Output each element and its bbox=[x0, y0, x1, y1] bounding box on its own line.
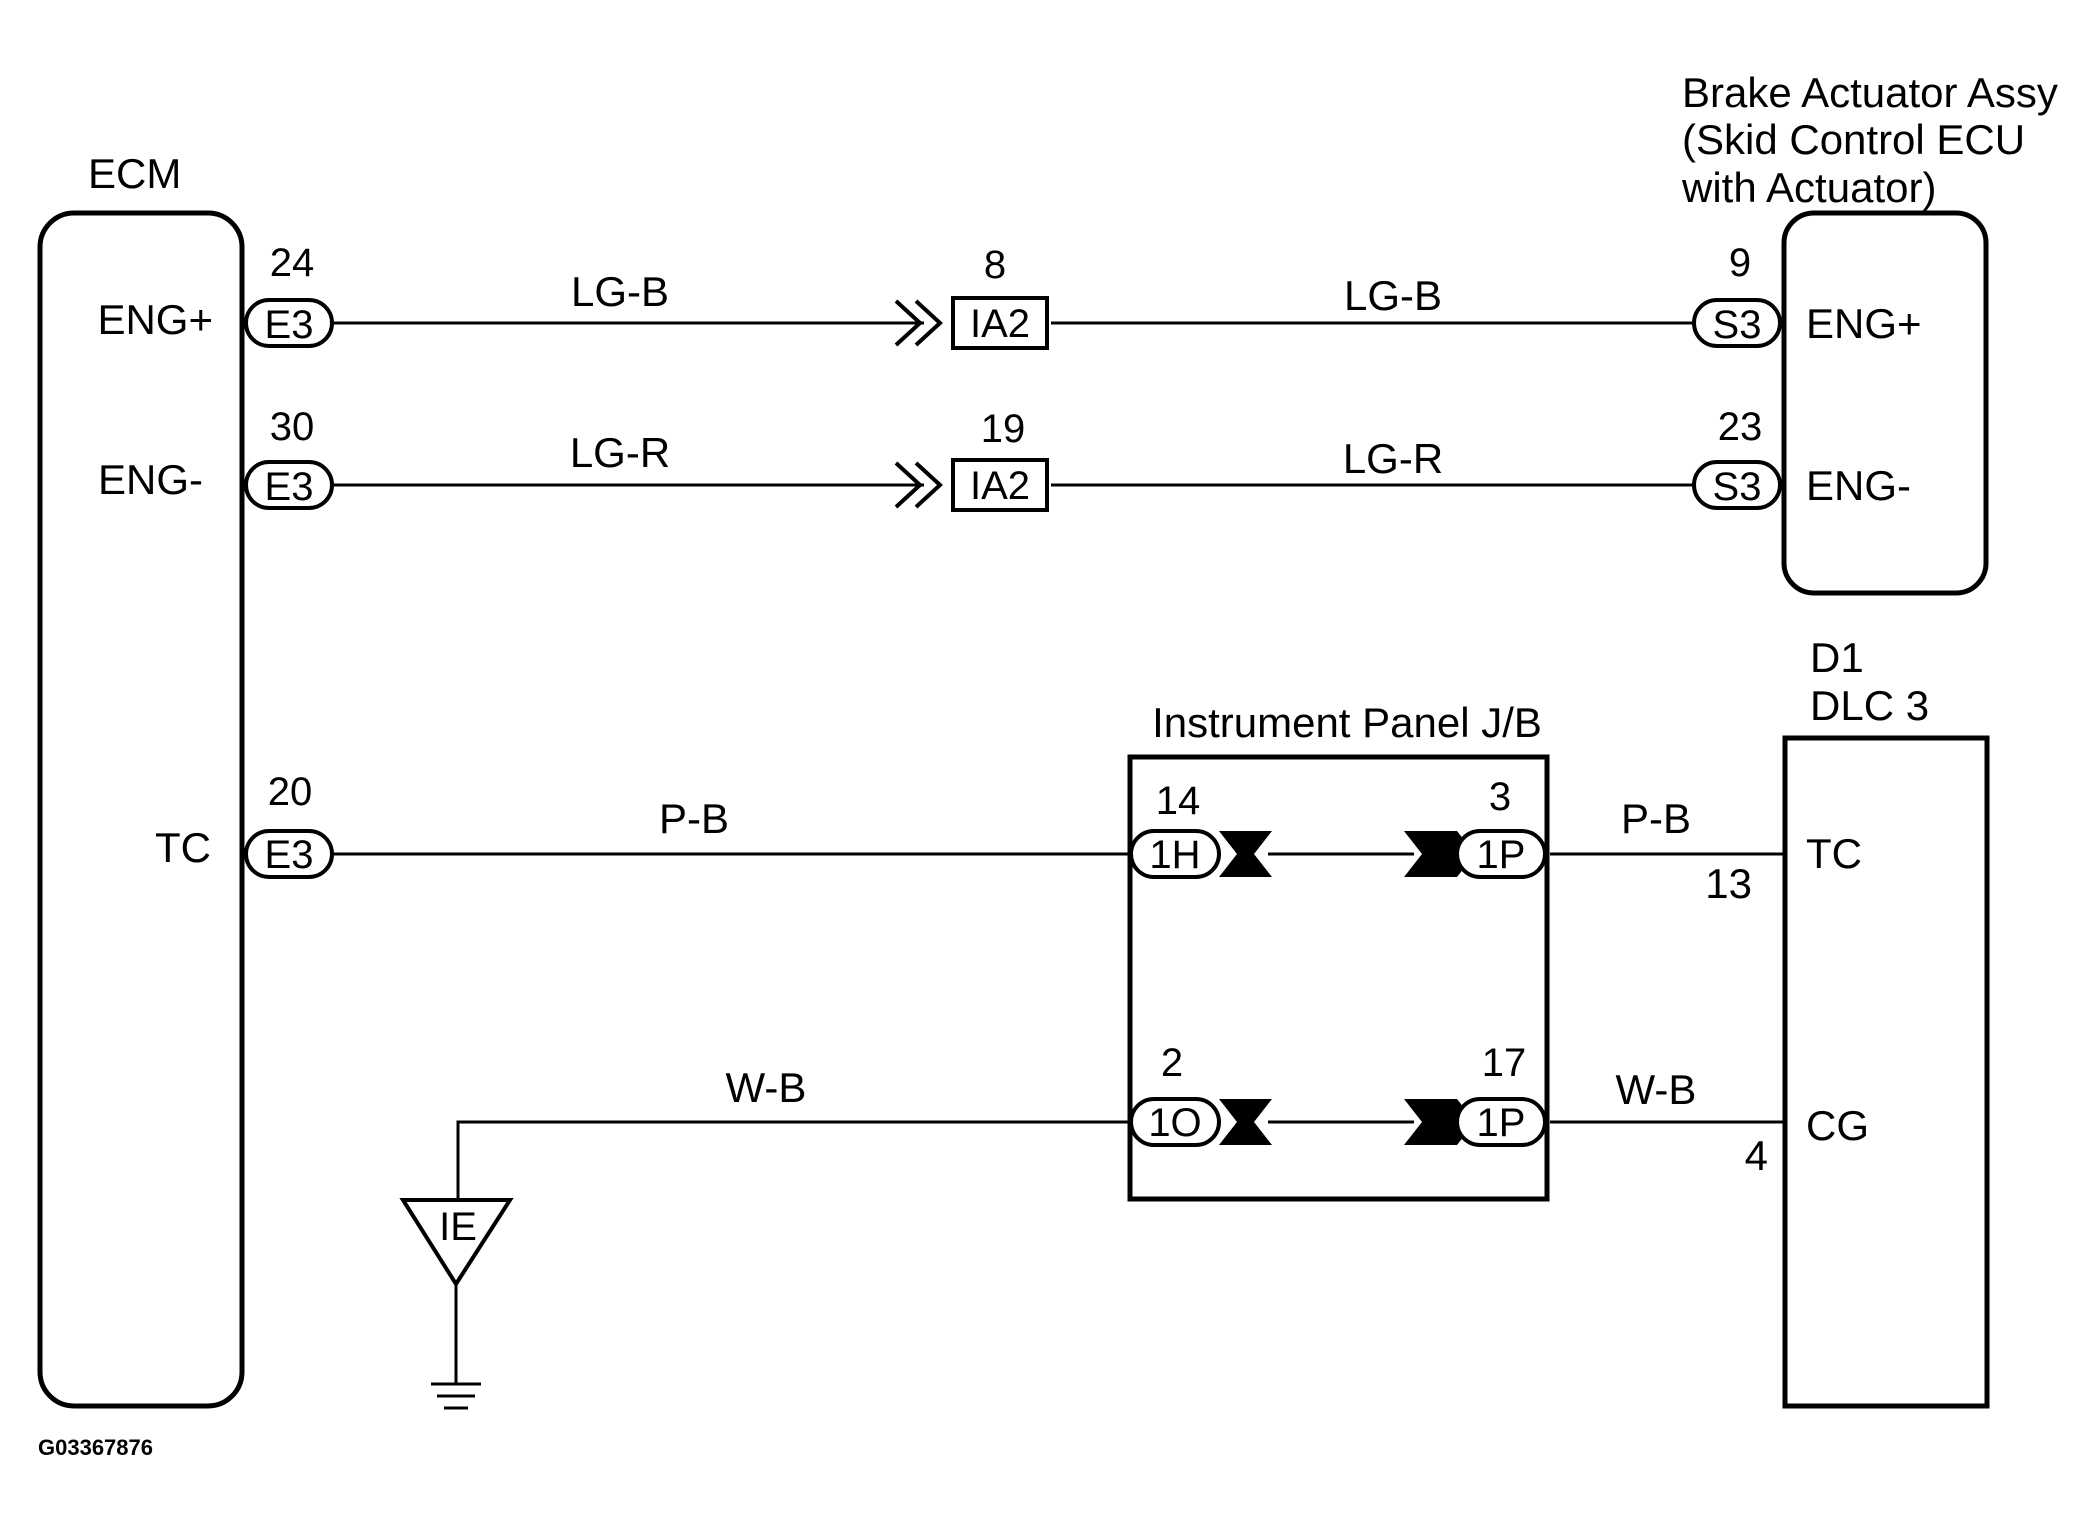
connector-ia2-bottom-code: IA2 bbox=[970, 464, 1030, 508]
connector-jb-1p-top-code: 1P bbox=[1477, 833, 1526, 877]
connector-ia2-top-pin: 8 bbox=[984, 243, 1006, 287]
dlc3-title-line-1: D1 bbox=[1810, 634, 1864, 681]
dlc3-pin-cg: CG bbox=[1806, 1102, 1869, 1149]
jb-1p-bottom-terminal-icon bbox=[1404, 1099, 1475, 1145]
connector-s3-top-pin: 9 bbox=[1729, 241, 1751, 285]
wire-color-eng-minus-left: LG-R bbox=[570, 429, 670, 476]
connector-ecm-tc-code: E3 bbox=[265, 833, 314, 877]
connector-jb-1h: 1H bbox=[1129, 829, 1272, 879]
wire-color-eng-plus-right: LG-B bbox=[1344, 272, 1442, 319]
connector-ecm-tc-pin: 20 bbox=[268, 770, 313, 814]
wire-color-cg-right: W-B bbox=[1616, 1066, 1697, 1113]
connector-jb-1h-code: 1H bbox=[1149, 833, 1200, 877]
ecm-pin-eng-plus: ENG+ bbox=[97, 296, 213, 343]
jb-1p-top-terminal-icon bbox=[1404, 831, 1475, 877]
connector-s3-bottom: S3 bbox=[1692, 460, 1782, 510]
connector-ia2-top: IA2 bbox=[894, 296, 1049, 350]
connector-ecm-eng-plus: E3 bbox=[244, 298, 334, 348]
brake-actuator-title-line-2: (Skid Control ECU bbox=[1682, 116, 2025, 163]
jb-1o-terminal-icon bbox=[1219, 1099, 1272, 1145]
connector-jb-1o-pin: 2 bbox=[1161, 1041, 1183, 1085]
wire-color-ground-left: W-B bbox=[726, 1064, 807, 1111]
wire-ground-left bbox=[456, 1120, 1138, 1207]
brake-actuator-pin-eng-plus: ENG+ bbox=[1806, 300, 1922, 347]
ecm-pin-tc: TC bbox=[155, 824, 211, 871]
connector-ecm-eng-minus-pin: 30 bbox=[270, 405, 315, 449]
connector-jb-1p-top-pin: 3 bbox=[1489, 775, 1511, 819]
figure-code: G03367876 bbox=[38, 1435, 153, 1460]
connector-jb-1p-bottom: 1P bbox=[1404, 1097, 1547, 1147]
connector-ia2-top-code: IA2 bbox=[970, 302, 1030, 346]
connector-jb-1p-bottom-code: 1P bbox=[1477, 1101, 1526, 1145]
connector-s3-bottom-pin: 23 bbox=[1718, 405, 1763, 449]
dlc3-pin-tc: TC bbox=[1806, 830, 1862, 877]
wire-color-tc-left: P-B bbox=[659, 795, 729, 842]
wire-color-eng-plus-left: LG-B bbox=[571, 268, 669, 315]
brake-actuator-title-line-1: Brake Actuator Assy bbox=[1682, 69, 2058, 116]
ecm-box bbox=[37, 210, 245, 1409]
connector-jb-1o-code: 1O bbox=[1148, 1101, 1201, 1145]
connector-s3-bottom-code: S3 bbox=[1713, 465, 1762, 509]
dlc3-tc-pin-number: 13 bbox=[1705, 860, 1752, 907]
connector-jb-1p-top: 1P bbox=[1404, 829, 1547, 879]
ecm-pin-eng-minus: ENG- bbox=[98, 456, 203, 503]
connector-ia2-bottom-pin: 19 bbox=[981, 407, 1026, 451]
connector-ecm-eng-minus: E3 bbox=[244, 460, 334, 510]
connector-s3-top-code: S3 bbox=[1713, 303, 1762, 347]
dlc3-title-line-2: DLC 3 bbox=[1810, 682, 1929, 729]
dlc3-box bbox=[1782, 735, 1990, 1409]
wire-color-tc-right: P-B bbox=[1621, 795, 1691, 842]
connector-ia2-bottom: IA2 bbox=[894, 458, 1049, 512]
connector-jb-1o: 1O bbox=[1129, 1097, 1272, 1147]
connector-jb-1p-bottom-pin: 17 bbox=[1482, 1041, 1527, 1085]
dlc3-cg-pin-number: 4 bbox=[1745, 1132, 1768, 1179]
connector-jb-1h-pin: 14 bbox=[1156, 779, 1201, 823]
connector-ecm-eng-plus-code: E3 bbox=[265, 303, 314, 347]
wire-color-eng-minus-right: LG-R bbox=[1343, 435, 1443, 482]
brake-actuator-title-line-3: with Actuator) bbox=[1681, 164, 1936, 211]
jb-1h-terminal-icon bbox=[1219, 831, 1272, 877]
ecm-title: ECM bbox=[88, 150, 181, 197]
brake-actuator-pin-eng-minus: ENG- bbox=[1806, 462, 1911, 509]
ground-point-ie: IE bbox=[399, 1198, 514, 1410]
junction-block-title: Instrument Panel J/B bbox=[1152, 699, 1542, 746]
connector-ecm-tc: E3 bbox=[244, 829, 334, 879]
connector-ecm-eng-minus-code: E3 bbox=[265, 465, 314, 509]
ground-label: IE bbox=[439, 1205, 477, 1249]
brake-actuator-box bbox=[1781, 210, 1989, 596]
connector-s3-top: S3 bbox=[1692, 298, 1782, 348]
connector-ecm-eng-plus-pin: 24 bbox=[270, 241, 315, 285]
